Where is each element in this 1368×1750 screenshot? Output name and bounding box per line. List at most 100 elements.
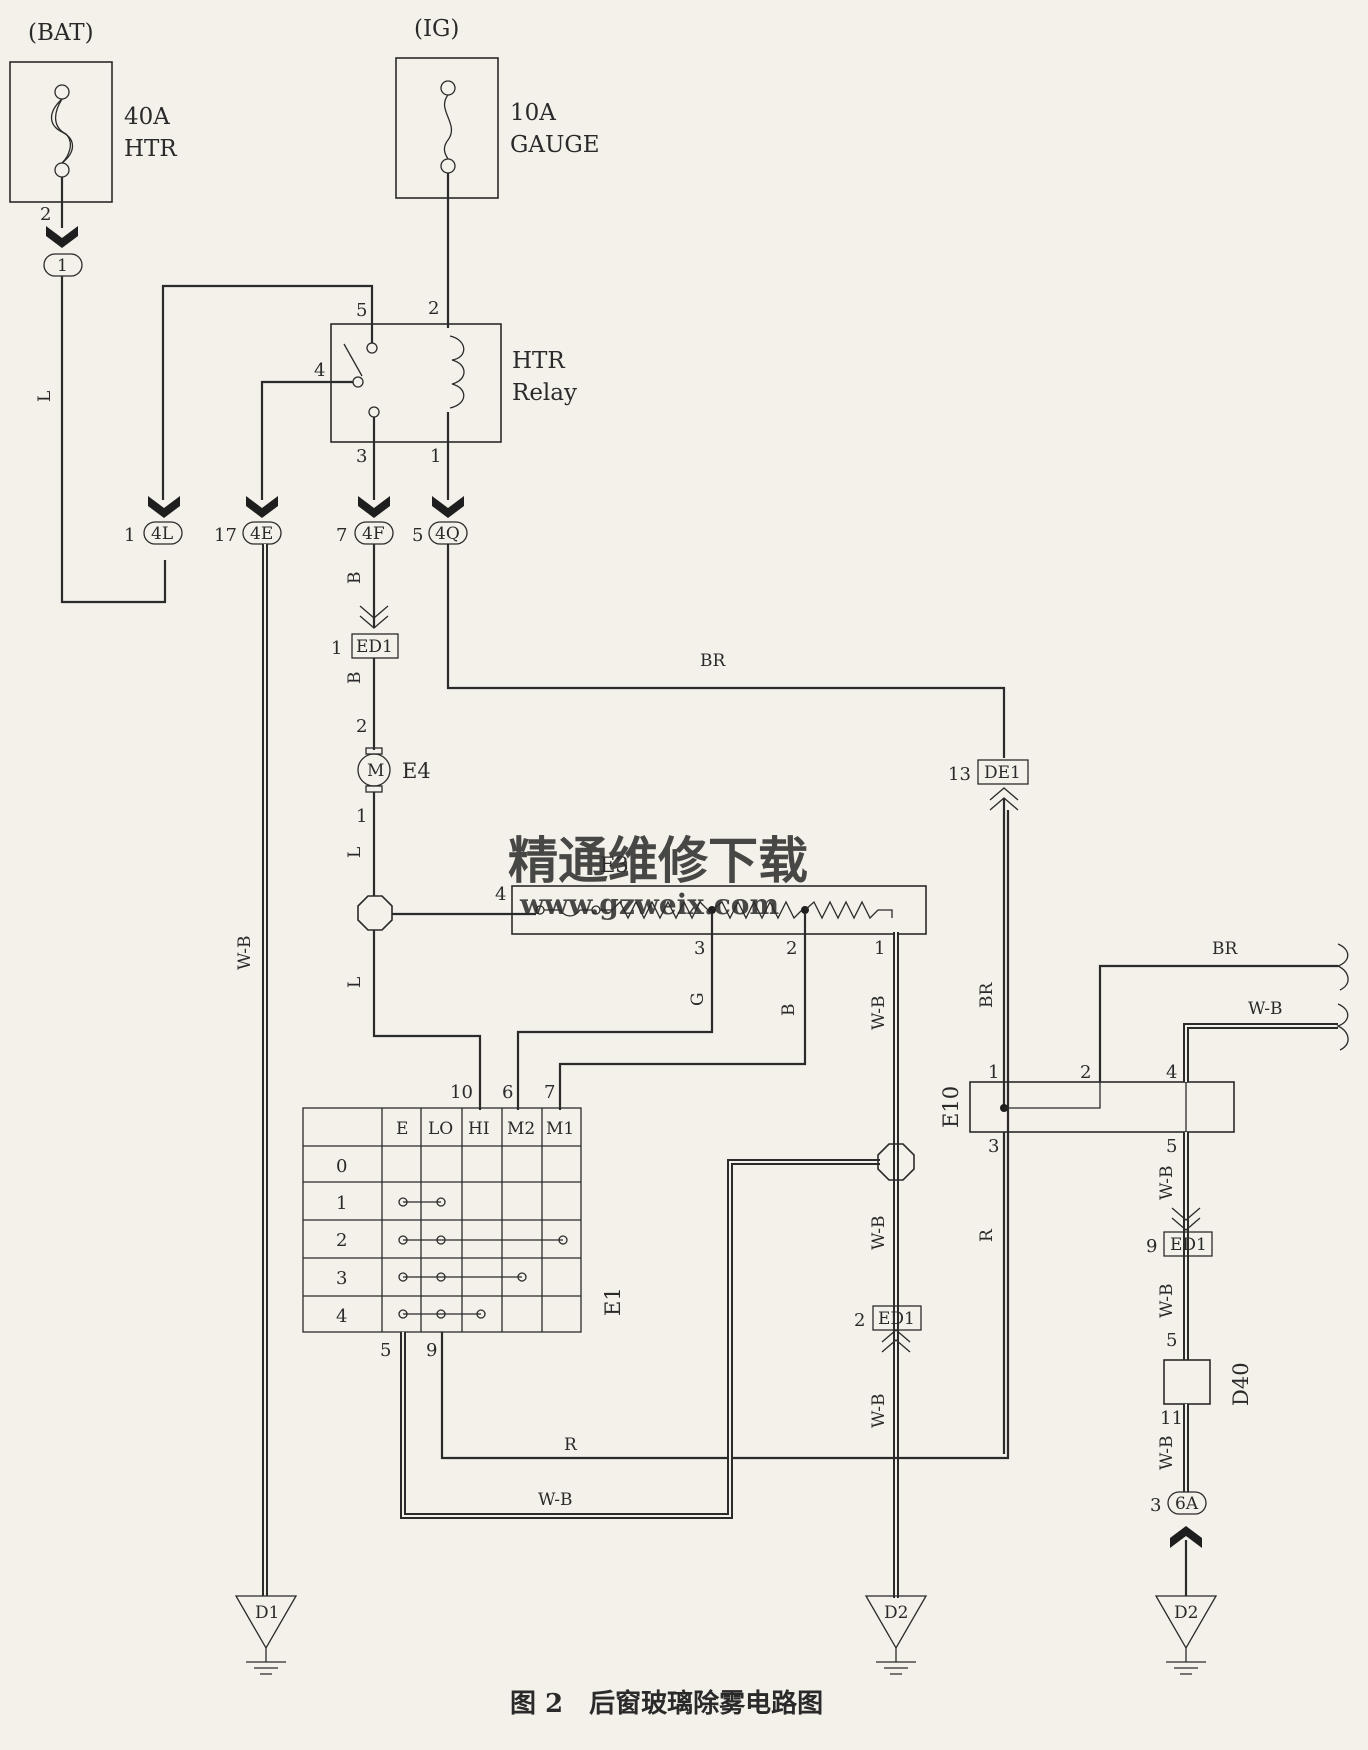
pin-4L: 1 (124, 525, 135, 546)
resistor-pin-2: 2 (786, 938, 797, 959)
pin-4E: 17 (214, 525, 237, 546)
e10-name: E10 (939, 1086, 963, 1128)
connector-ed1-right: ED1 (1170, 1235, 1207, 1255)
wire-color-br-2: BR (977, 982, 997, 1008)
wire-color-b-1: B (345, 572, 365, 585)
wire-color-wb-3: W-B (538, 1490, 572, 1510)
switch-pin-10: 10 (450, 1082, 473, 1103)
motor-pin-top: 2 (356, 716, 367, 737)
watermark-cn: 精通维修下载 (508, 831, 808, 890)
wire-color-b-2: B (345, 672, 365, 685)
splice-2 (877, 1143, 915, 1181)
ground-d1-label: D1 (255, 1603, 279, 1623)
pin-de1: 13 (948, 764, 971, 785)
wire-color-wb-1: W-B (235, 936, 255, 970)
e10-pin-3: 3 (988, 1136, 999, 1157)
relay-name-2: Relay (512, 380, 577, 406)
connector-4Q: 4Q (435, 524, 460, 544)
wire-color-br-1: BR (700, 651, 726, 671)
htr-relay (330, 323, 502, 443)
ground-d2-right (1154, 1595, 1218, 1675)
wire-color-l-2: L (345, 847, 365, 858)
d40-pin-11: 11 (1160, 1408, 1183, 1429)
wire-color-l-1: L (35, 391, 55, 402)
e10-pin-4: 4 (1166, 1062, 1177, 1083)
pin-ed1-mid: 2 (854, 1310, 865, 1331)
switch-col-m2: M2 (507, 1119, 535, 1139)
switch-pin-6: 6 (502, 1082, 513, 1103)
fuse-gauge-name: GAUGE (510, 132, 600, 158)
e10-pin-2: 2 (1080, 1062, 1091, 1083)
ground-d2-mid-label: D2 (884, 1603, 908, 1623)
relay-name-1: HTR (512, 348, 565, 374)
switch-pin-7: 7 (544, 1082, 555, 1103)
switch-name: E1 (601, 1287, 625, 1316)
switch-pos-4: 4 (336, 1306, 347, 1327)
switch-col-hi: HI (468, 1119, 490, 1139)
wire-color-g: G (688, 992, 708, 1006)
pin-c1: 2 (40, 204, 51, 225)
resistor-pin-3: 3 (694, 938, 705, 959)
switch-contacts (398, 1197, 568, 1319)
switch-pos-1: 1 (336, 1193, 347, 1214)
switch-pos-2: 2 (336, 1230, 347, 1251)
ground-d2-right-label: D2 (1174, 1603, 1198, 1623)
e10-pin-5: 5 (1166, 1136, 1177, 1157)
fuse-htr-rating: 40A (124, 104, 170, 130)
motor-symbol: M (367, 761, 384, 781)
pin-6A: 3 (1150, 1495, 1161, 1516)
motor-e4: M E4 (357, 747, 431, 793)
resistor-pin-4: 4 (495, 884, 506, 905)
switch-col-m1: M1 (546, 1119, 574, 1139)
switch-col-lo: LO (428, 1119, 453, 1139)
wire-color-r-2: R (977, 1228, 997, 1242)
ig-label: (IG) (414, 16, 459, 42)
ground-d1 (234, 1595, 298, 1675)
connector-4L: 4L (151, 524, 173, 544)
ground-d2-mid (864, 1595, 928, 1675)
relay-pin-5: 5 (356, 300, 367, 321)
wire-color-wb-6: W-B (1248, 999, 1282, 1019)
connector-4F: 4F (362, 524, 385, 544)
wire-color-r-1: R (564, 1435, 578, 1455)
figure-caption: 图 2 后窗玻璃除雾电路图 (510, 1688, 823, 1719)
watermark-url: www.gzweix.com (519, 888, 779, 921)
switch-pos-3: 3 (336, 1268, 347, 1289)
relay-pin-3: 3 (356, 446, 367, 467)
fuse-htr-name: HTR (124, 136, 177, 162)
connector-4E: 4E (250, 524, 273, 544)
fuse-htr: 40A HTR (9, 61, 177, 203)
resistor-name: E3 (600, 853, 629, 877)
connector-c1: 1 (57, 256, 68, 276)
wire-color-wb-2: W-B (869, 996, 889, 1030)
relay-pin-4: 4 (314, 360, 325, 381)
switch-pin-9: 9 (426, 1340, 437, 1361)
motor-pin-bottom: 1 (356, 806, 367, 827)
connector-ed1-mid: ED1 (878, 1309, 915, 1329)
connector-ed1-top: ED1 (356, 637, 393, 657)
switch-pin-5: 5 (380, 1340, 391, 1361)
switch-e1 (302, 1107, 582, 1333)
relay-pin-1: 1 (430, 446, 441, 467)
d40-name: D40 (1229, 1362, 1253, 1406)
connector-6A: 6A (1175, 1494, 1199, 1514)
wire-color-br-3: BR (1212, 939, 1238, 959)
wire-color-wb-5: W-B (869, 1394, 889, 1428)
bat-label: (BAT) (28, 20, 94, 46)
d40-pin-5: 5 (1166, 1330, 1177, 1351)
fuse-gauge-rating: 10A (510, 100, 556, 126)
fuse-gauge: 10A GAUGE (395, 57, 600, 199)
splice-1 (357, 895, 393, 931)
motor-name: E4 (402, 759, 431, 783)
connector-de1: DE1 (984, 763, 1021, 783)
resistor-pin-1: 1 (874, 938, 885, 959)
wire-color-wb-4: W-B (869, 1216, 889, 1250)
switch-pos-0: 0 (336, 1156, 347, 1177)
e10-pin-1: 1 (988, 1062, 999, 1083)
switch-col-e: E (396, 1119, 408, 1139)
pin-ed1-top: 1 (331, 638, 342, 659)
d40 (1163, 1359, 1211, 1405)
resistor-e3 (511, 885, 927, 935)
pin-4F: 7 (336, 525, 347, 546)
